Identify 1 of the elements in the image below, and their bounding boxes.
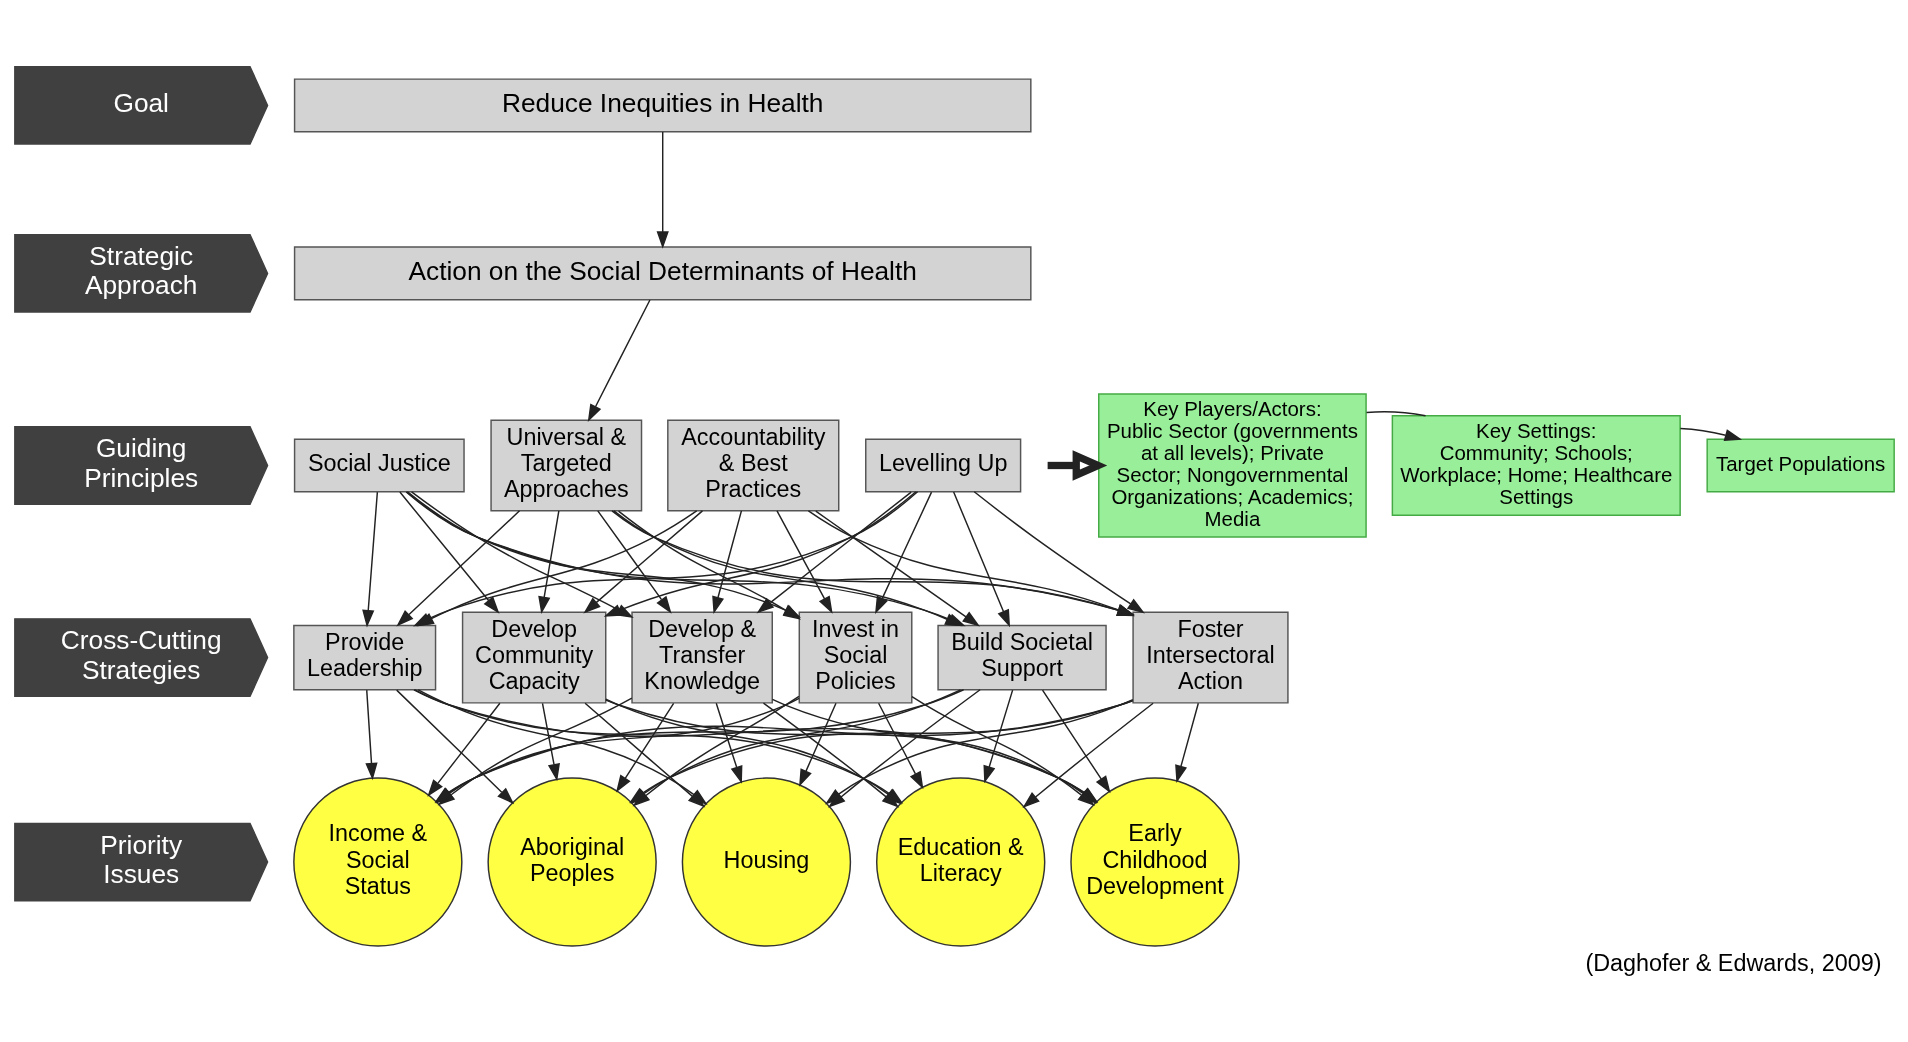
caption: (Daghofer & Edwards, 2009)	[1584, 949, 1881, 976]
